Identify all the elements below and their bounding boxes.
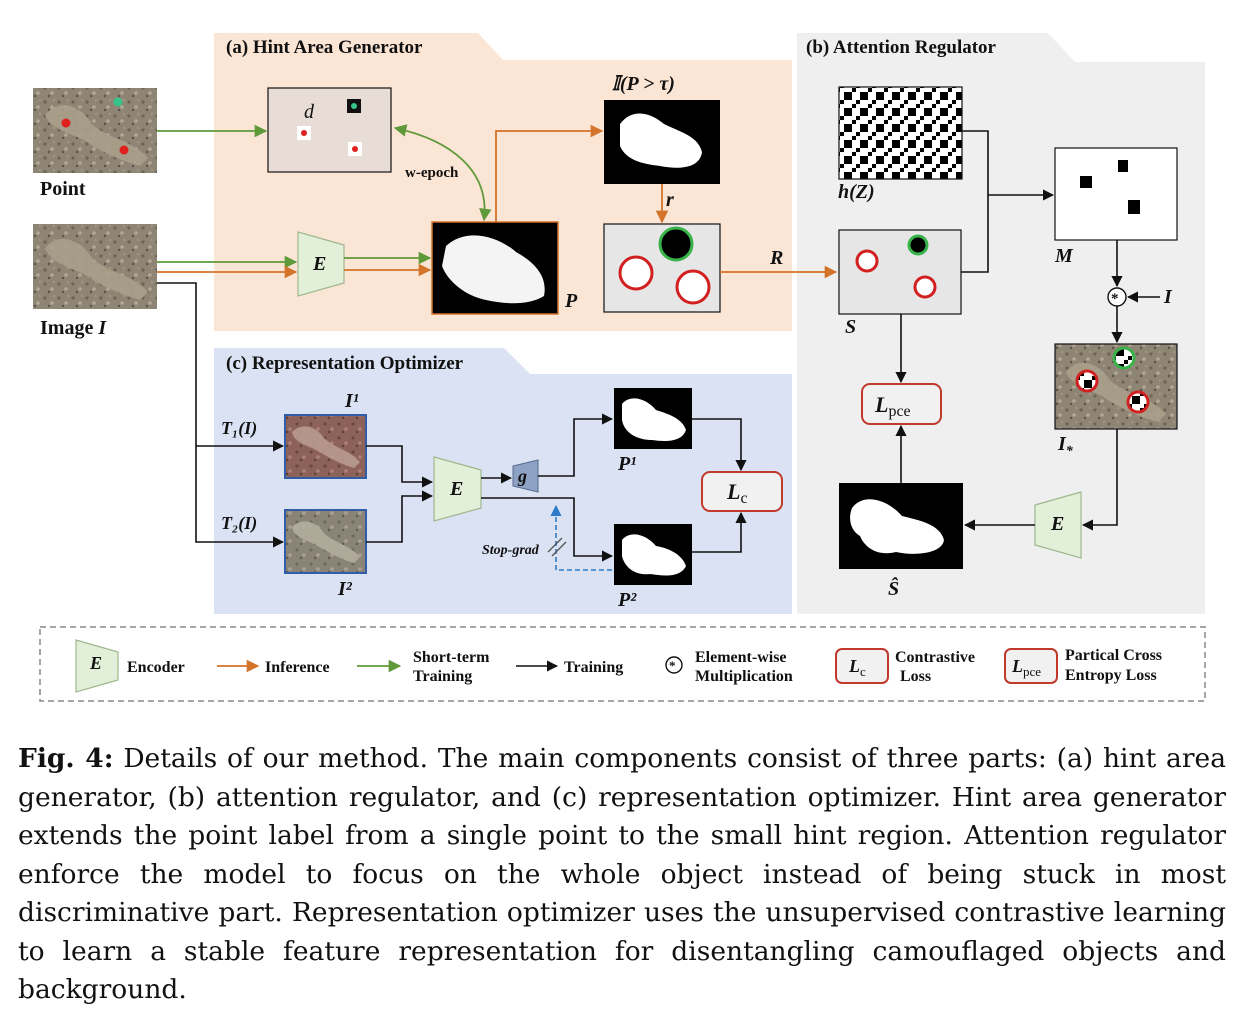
training-arrow [692, 418, 747, 472]
training-arrow [366, 445, 434, 488]
legend-short-term-label-1: Short-term [413, 649, 490, 666]
legend-training-label: Training [564, 659, 623, 676]
encoder-block [297, 231, 345, 297]
legend-short-term-label-2: Training [413, 668, 472, 685]
encoder-block [1034, 491, 1082, 559]
legend-contrastive-icon [835, 648, 889, 684]
w-epoch-arrow [393, 124, 492, 222]
legend-inference-label: Inference [265, 659, 330, 676]
p2-label: P² [617, 589, 637, 611]
training-arrow [692, 511, 747, 553]
multiply-glyph: * [1111, 291, 1119, 307]
projector-g [512, 459, 539, 493]
object-point-marker [119, 145, 129, 155]
s-hat-label: Ŝ [888, 576, 899, 600]
legend-multiply-icon [665, 656, 683, 674]
noise-map-hz [838, 86, 963, 180]
inference-arrow [495, 124, 604, 222]
object-region [675, 269, 711, 305]
pce-loss-box [861, 383, 942, 425]
legend-contrastive-label-2: Loss [900, 668, 931, 685]
t1-label: T₁(I) [221, 418, 257, 439]
panel-b-title: (b) Attention Regulator [806, 37, 997, 58]
background-region [658, 226, 694, 262]
hint-area-box [267, 87, 392, 173]
training-arrow [1081, 429, 1118, 531]
hz-label: h(Z) [838, 181, 875, 203]
legend-pce-glyph: Lpce [1011, 656, 1041, 679]
legend-encoder-icon [75, 639, 119, 693]
i-side-label: I [1163, 286, 1173, 308]
training-arrow [961, 130, 989, 273]
caption-label: Fig. 4: [18, 743, 114, 774]
panel-a-title: (a) Hint Area Generator [226, 37, 423, 58]
legend-encoder-glyph: E [89, 653, 102, 673]
training-arrow [481, 497, 614, 562]
legend: E Encoder Inference Short-term Training … [39, 626, 1206, 702]
point-label: Point [40, 178, 86, 200]
legend-multiply-glyph: * [669, 658, 676, 673]
image-input [33, 224, 157, 309]
point-input-image [33, 88, 157, 173]
contrastive-loss-label: Lc [726, 479, 748, 507]
legend-elementwise-label-2: Multiplication [695, 668, 793, 685]
method-diagram: (a) Hint Area Generator (b) Attention Re… [33, 33, 1206, 702]
t2-label: T₂(I) [221, 513, 257, 534]
d-label: d [304, 101, 315, 123]
contrastive-loss-box [701, 471, 783, 512]
legend-elementwise-label-1: Element-wise [695, 649, 787, 666]
i1-label: I¹ [344, 390, 359, 412]
mask-m [1054, 147, 1178, 241]
w-epoch-label: w-epoch [405, 165, 459, 181]
legend-contrastive-label-1: Contrastive [895, 649, 975, 666]
legend-contrastive-glyph: Lc [848, 656, 866, 679]
stop-grad-label: Stop-grad [482, 543, 540, 558]
legend-pce-label-2: Entropy Loss [1065, 667, 1157, 684]
background-point-marker [113, 97, 123, 107]
stop-grad-arrow [550, 504, 612, 571]
figure-caption: Fig. 4: Details of our method. The main … [18, 740, 1226, 1010]
p1-label: P¹ [617, 453, 636, 475]
training-arrow [538, 413, 614, 477]
i2-label: I² [337, 578, 353, 600]
encoder-label: E [1050, 513, 1064, 535]
legend-encoder-label: Encoder [127, 659, 185, 676]
m-label: M [1054, 245, 1074, 267]
encoder-label: E [449, 478, 463, 500]
stop-grad-mark [547, 537, 567, 557]
augmented-image-i1 [284, 414, 367, 479]
hint-map-s [838, 229, 962, 315]
threshold-label: 𝕀(P > τ) [612, 73, 675, 95]
masked-image-i-star [1054, 343, 1178, 430]
caption-text: Details of our method. The main componen… [18, 743, 1226, 1005]
pce-loss-label: Lpce [874, 392, 911, 420]
object-point-marker [61, 118, 71, 128]
object-region [618, 255, 654, 291]
encoder-block [433, 456, 482, 522]
panel-c-title: (c) Representation Optimizer [226, 353, 464, 374]
augmented-image-i2 [284, 509, 367, 574]
training-arrow [366, 490, 434, 543]
legend-pce-icon [1004, 648, 1058, 684]
R-label: R [769, 247, 783, 269]
legend-pce-label-1: Partical Cross [1065, 647, 1162, 664]
r-label: r [666, 189, 674, 211]
encoder-label: E [312, 253, 326, 275]
s-label: S [845, 316, 856, 338]
g-label: g [517, 466, 527, 486]
training-arrow [157, 282, 285, 548]
image-label: Image I [40, 317, 107, 339]
p-label: P [564, 290, 578, 312]
